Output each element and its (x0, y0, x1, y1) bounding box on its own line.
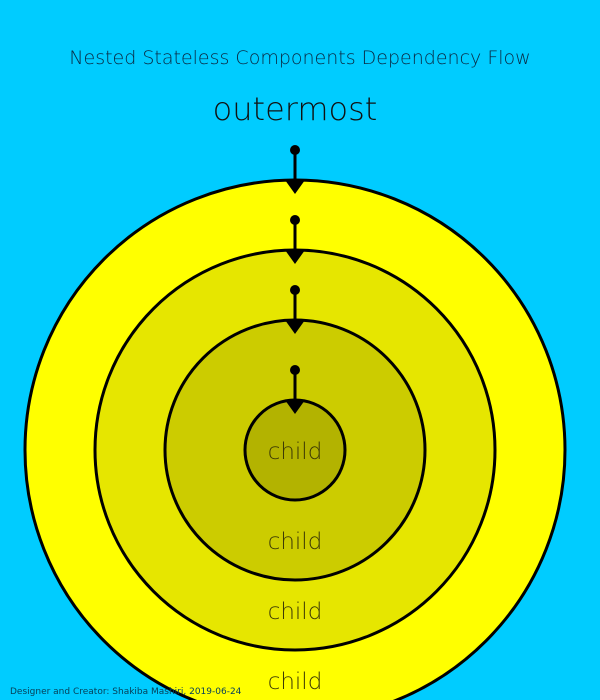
dependency-arrow-1 (285, 145, 305, 194)
arrowhead-icon (285, 400, 305, 414)
arrowhead-icon (285, 320, 305, 334)
dependency-arrow-3 (285, 285, 305, 334)
arrowhead-icon (285, 180, 305, 194)
dependency-arrow-2 (285, 215, 305, 264)
child-label-second: child (268, 599, 323, 625)
child-label-third: child (268, 529, 323, 555)
dependency-arrow-4 (285, 365, 305, 414)
child-label-innermost: child (268, 439, 323, 465)
arrowhead-icon (285, 250, 305, 264)
diagram-title: Nested Stateless Components Dependency F… (69, 47, 530, 69)
outermost-label: outermost (213, 90, 378, 128)
child-label-outer: child (268, 669, 323, 695)
creator-credit: Designer and Creator: Shakiba Mashiri, 2… (10, 687, 242, 697)
